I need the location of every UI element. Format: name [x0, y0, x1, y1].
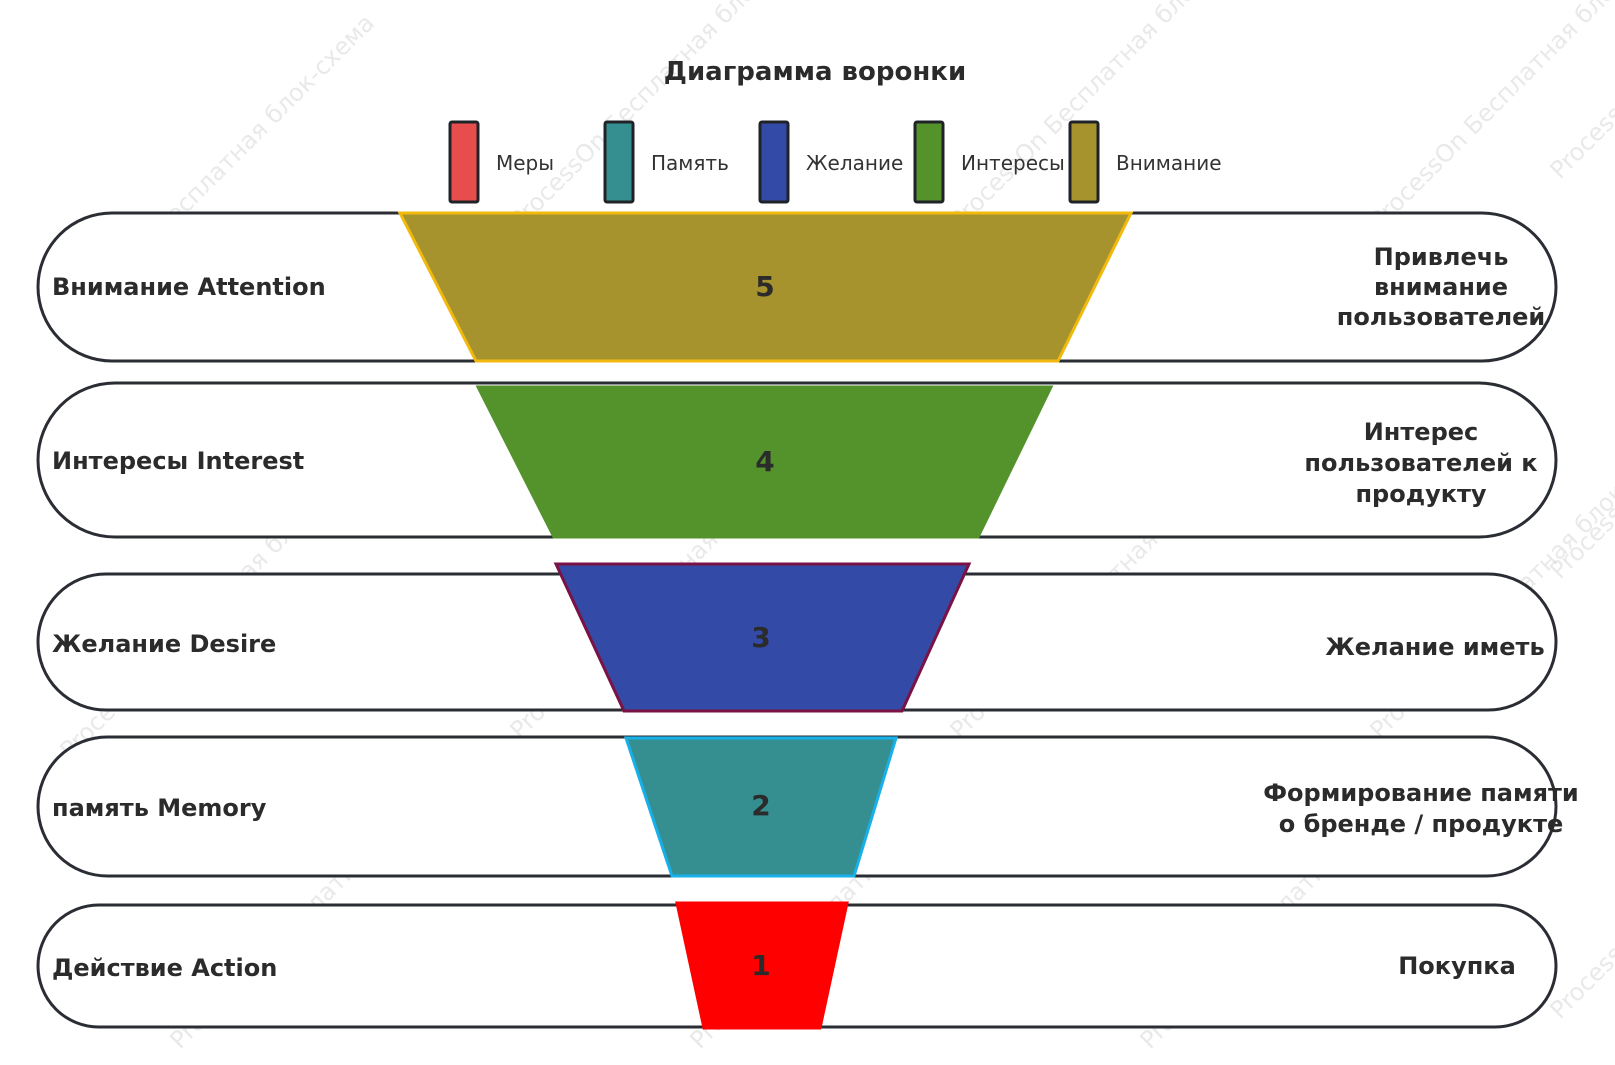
- watermark-text: ProcessOn Бесплатная блок-схема: [944, 0, 1270, 234]
- legend-label: Внимание: [1116, 151, 1222, 175]
- funnel-stage: [475, 385, 1054, 539]
- stage-description: Покупка: [1398, 952, 1516, 980]
- stage-value: 4: [755, 445, 774, 478]
- stage-description: Желание иметь: [1325, 633, 1544, 661]
- legend-swatch: [603, 120, 635, 204]
- legend-swatch: [448, 120, 480, 204]
- stage-description: о бренде / продукте: [1279, 810, 1564, 838]
- legend-label: Меры: [496, 151, 554, 175]
- stage-description: пользователей: [1337, 303, 1546, 331]
- funnel-stage: [553, 562, 972, 713]
- stage-description: пользователей к: [1304, 449, 1537, 477]
- stage-value: 3: [751, 621, 770, 654]
- funnel-stage: [675, 901, 849, 1030]
- stage-name: Внимание Attention: [52, 273, 326, 301]
- funnel-stages: 5 4 3 2 1: [397, 211, 1134, 1030]
- watermark-text: ProcessOn Бесплатная блок-схема: [1364, 0, 1615, 234]
- stage-name: память Memory: [52, 794, 267, 822]
- funnel-stage: [623, 736, 899, 878]
- stage-description: Интерес: [1364, 418, 1479, 446]
- legend: Меры Память Желание Интересы Внимание: [448, 120, 1222, 204]
- stage-description: продукту: [1355, 480, 1486, 508]
- funnel-stage: [397, 211, 1134, 363]
- diagram-title: Диаграмма воронки: [664, 57, 966, 87]
- legend-label: Интересы: [961, 151, 1065, 175]
- stage-name: Действие Action: [52, 954, 277, 982]
- legend-label: Память: [651, 151, 729, 175]
- stage-value: 5: [755, 270, 774, 303]
- stage-name: Желание Desire: [52, 630, 276, 658]
- stage-value: 2: [751, 789, 770, 822]
- stage-description: Привлечь: [1374, 243, 1509, 271]
- legend-swatch: [1068, 120, 1100, 204]
- stage-description: внимание: [1374, 273, 1508, 301]
- stage-name: Интересы Interest: [52, 447, 304, 475]
- legend-label: Желание: [806, 151, 903, 175]
- stage-value: 1: [751, 949, 770, 982]
- row-labels: Внимание AttentionПривлечьвниманиепользо…: [52, 243, 1579, 982]
- legend-swatch: [913, 120, 945, 204]
- stage-description: Формирование памяти: [1263, 779, 1579, 807]
- legend-swatch: [758, 120, 790, 204]
